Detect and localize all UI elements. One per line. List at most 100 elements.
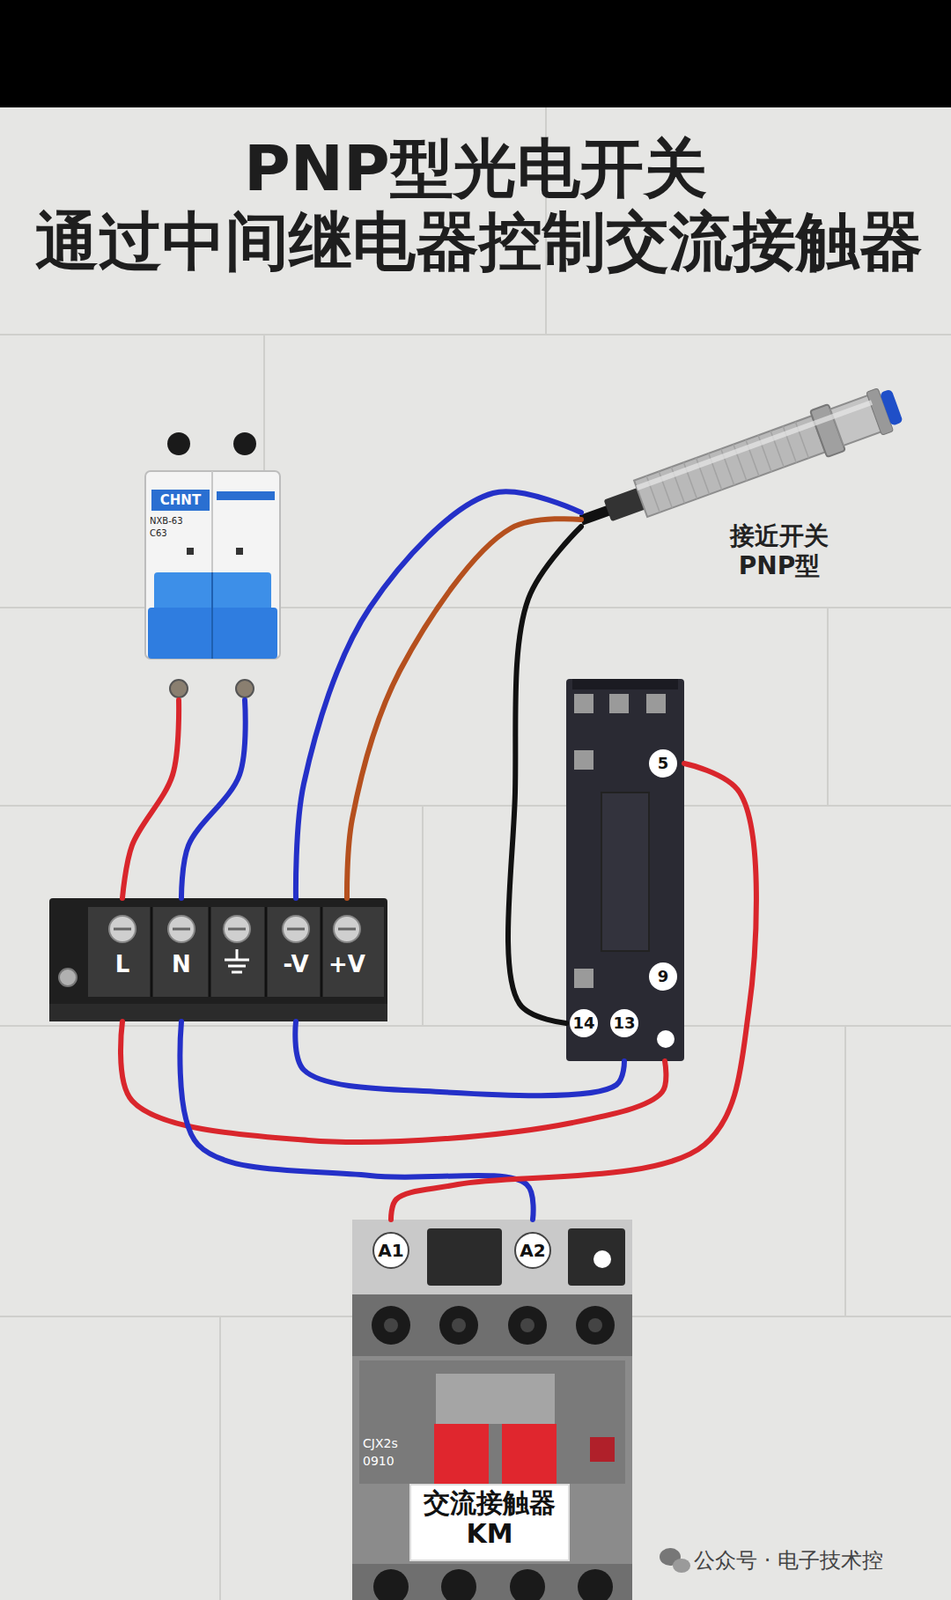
power-supply-terminals: LN -V+V bbox=[49, 898, 388, 1022]
terminal-disc bbox=[648, 962, 678, 991]
terminal-label: -V bbox=[273, 951, 318, 978]
wire bbox=[181, 700, 246, 899]
wire bbox=[508, 526, 582, 1024]
proximity-sensor: 接近开关 PNP型 bbox=[581, 378, 907, 590]
screw-row bbox=[352, 1294, 633, 1357]
intermediate-relay: 5 9 14 13 bbox=[566, 678, 685, 1062]
terminal-separator bbox=[151, 906, 322, 997]
screw bbox=[233, 432, 257, 456]
sensor-label: 接近开关 PNP型 bbox=[713, 521, 846, 581]
relay-screw bbox=[574, 968, 594, 988]
ac-contactor: A1A2CJX2s0910交流接触器 KM bbox=[352, 1219, 633, 1600]
wire bbox=[390, 763, 757, 1220]
wall-seam bbox=[0, 1024, 951, 1027]
terminal-dot bbox=[593, 1250, 612, 1268]
contactor-top bbox=[352, 1219, 633, 1295]
power-supply-art bbox=[49, 898, 388, 1022]
wall-seam bbox=[421, 805, 424, 1026]
terminal-area bbox=[88, 906, 384, 997]
terminal-slot bbox=[427, 1228, 502, 1286]
terminal-slot bbox=[567, 1228, 626, 1286]
terminal-strip bbox=[49, 898, 388, 1022]
contact-screw bbox=[577, 1569, 613, 1600]
screw bbox=[167, 432, 191, 456]
contactor-body bbox=[352, 1219, 633, 1600]
terminal-disc bbox=[648, 749, 678, 778]
watermark: 公众号 · 电子技术控 bbox=[693, 1548, 941, 1574]
toggle-divider bbox=[211, 572, 214, 659]
name-plate bbox=[410, 1484, 569, 1561]
contact-screw bbox=[509, 1569, 546, 1600]
top-bar bbox=[0, 0, 951, 108]
proximity-sensor-art bbox=[572, 382, 906, 544]
rating-label: C63 bbox=[149, 528, 214, 539]
indicator bbox=[186, 547, 194, 555]
terminal-number: 5 bbox=[648, 749, 678, 778]
contactor-art bbox=[352, 1219, 633, 1600]
relay-screw bbox=[574, 750, 594, 770]
screw-slot bbox=[113, 928, 356, 931]
circuit-breaker: CHNTNXB-63C63 bbox=[142, 466, 282, 701]
wire bbox=[120, 1021, 666, 1143]
wall-seam bbox=[844, 1025, 847, 1317]
coil-terminal-label: A1 bbox=[371, 1232, 411, 1268]
relay-screw bbox=[646, 693, 666, 714]
terminal-number: 13 bbox=[610, 1009, 639, 1038]
contact-screw bbox=[441, 1569, 477, 1600]
contactor-panel bbox=[359, 1360, 626, 1484]
screw-head bbox=[383, 1318, 399, 1333]
strip-lip bbox=[49, 1003, 388, 1022]
relay-base bbox=[566, 678, 685, 1062]
wall-seam bbox=[0, 804, 951, 807]
indicator bbox=[589, 1437, 615, 1462]
contact-screw bbox=[575, 1305, 615, 1345]
contact-screw bbox=[371, 1305, 411, 1345]
red-button bbox=[501, 1423, 557, 1484]
wall-seam bbox=[219, 1316, 222, 1600]
screw-head bbox=[451, 1318, 466, 1333]
armature-housing bbox=[435, 1373, 555, 1424]
contact-screw bbox=[439, 1305, 479, 1345]
mounting-screw bbox=[58, 968, 77, 987]
name-plate-label: 交流接触器 KM bbox=[412, 1488, 567, 1549]
circuit-breaker-art bbox=[145, 432, 281, 698]
model-label: 0910 bbox=[362, 1453, 430, 1469]
relay-art bbox=[566, 678, 685, 1062]
breaker-body bbox=[145, 471, 281, 659]
contact-screw bbox=[373, 1569, 409, 1600]
icon-bubble bbox=[672, 1558, 691, 1573]
wire bbox=[295, 491, 582, 899]
pole-divider bbox=[211, 471, 214, 659]
contact-screw bbox=[508, 1305, 547, 1345]
wall-seam bbox=[826, 607, 829, 806]
ground-symbol bbox=[224, 949, 250, 973]
terminal-number: 14 bbox=[569, 1009, 598, 1038]
screw-head bbox=[588, 1318, 603, 1333]
terminal-dot bbox=[656, 1030, 675, 1048]
red-button bbox=[434, 1423, 489, 1484]
model-label: NXB-63 bbox=[149, 516, 214, 527]
terminal-label: +V bbox=[324, 951, 369, 978]
relay-tab bbox=[572, 678, 679, 690]
wire bbox=[346, 518, 582, 899]
terminal-label: L bbox=[100, 951, 145, 978]
wall-seam bbox=[0, 606, 951, 609]
wall-seams bbox=[0, 107, 951, 1600]
indicator bbox=[235, 547, 244, 555]
cable bbox=[579, 505, 612, 526]
brand-badge bbox=[151, 489, 210, 511]
wire bbox=[122, 700, 179, 899]
sensing-face bbox=[879, 388, 904, 426]
relay-window bbox=[601, 792, 649, 951]
wire bbox=[294, 1021, 625, 1096]
terminal-number: 9 bbox=[648, 962, 678, 991]
brand-band bbox=[216, 491, 275, 501]
output-screw bbox=[169, 679, 188, 698]
title: PNP型光电开关 通过中间继电器控制交流接触器 bbox=[35, 132, 916, 279]
screw-head bbox=[520, 1318, 535, 1333]
terminal-label: N bbox=[159, 951, 204, 978]
output-screw bbox=[235, 679, 254, 698]
